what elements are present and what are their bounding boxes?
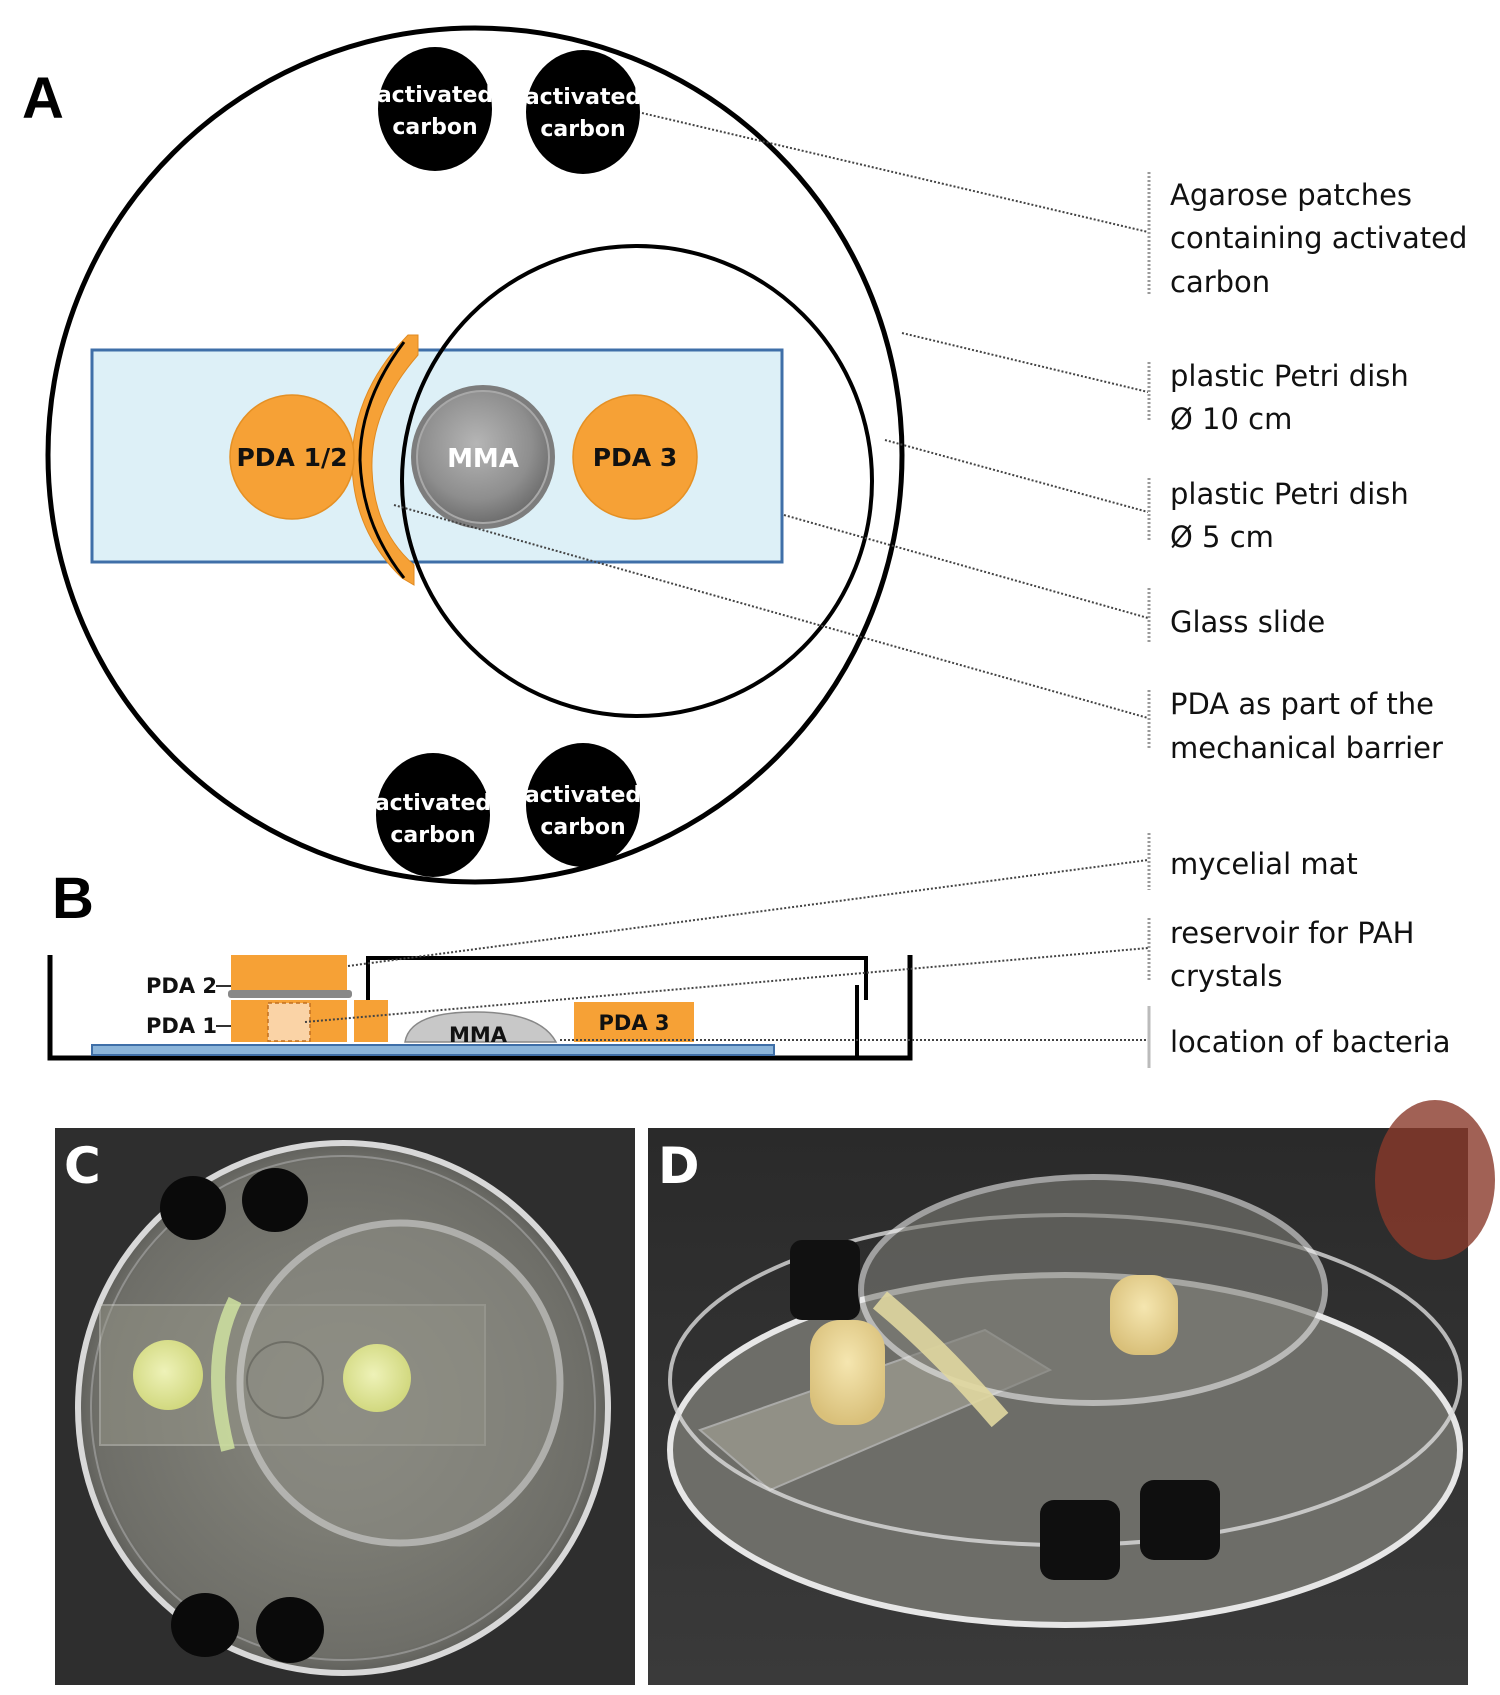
photo-c-carbon-patch xyxy=(171,1593,239,1657)
legend-agarose-3: carbon xyxy=(1170,265,1270,299)
leader-lines xyxy=(304,112,1149,1041)
pda-3-block xyxy=(574,1002,694,1042)
legend-reservoir-1: reservoir for PAH xyxy=(1170,916,1414,950)
inner-petri-dish xyxy=(400,244,874,718)
legend-agarose-2: containing activated xyxy=(1170,221,1467,255)
legend-petri5-2: Ø 5 cm xyxy=(1170,520,1274,554)
mma-section-label: MMA xyxy=(449,1023,508,1047)
carbon-label-line1: activated xyxy=(377,83,493,108)
leader-reservoir xyxy=(304,947,1149,1023)
pda-1-2-label: PDA 1/2 xyxy=(236,443,347,472)
photo-c-carbon-patch xyxy=(160,1176,226,1240)
panel-letter-d: D xyxy=(658,1137,700,1195)
photo-d-carbon-patch xyxy=(1040,1500,1120,1580)
leader-petri10 xyxy=(901,332,1149,393)
legend-petri10-1: plastic Petri dish xyxy=(1170,359,1409,393)
photo-c-pda-plug xyxy=(133,1340,203,1410)
pda-2-label: PDA 2 xyxy=(146,974,217,998)
pda-3-section-label: PDA 3 xyxy=(599,1011,670,1035)
photo-c-carbon-patch xyxy=(256,1597,324,1663)
carbon-label-line2: carbon xyxy=(392,115,477,140)
photo-d-carbon-patch xyxy=(1140,1480,1220,1560)
legend-bacteria: location of bacteria xyxy=(1170,1025,1451,1059)
photo-c-mma-plug xyxy=(246,1341,324,1419)
pah-reservoir xyxy=(267,1002,311,1042)
glass-slide-section xyxy=(91,1044,775,1056)
pda-3-plug xyxy=(572,394,698,520)
legend-mycelial: mycelial mat xyxy=(1170,847,1358,881)
photo-c-pda-barrier xyxy=(211,1296,242,1452)
outer-petri-dish xyxy=(45,25,905,885)
inner-dish-rim-overlay xyxy=(358,341,406,579)
legend-petri5-1: plastic Petri dish xyxy=(1170,477,1409,511)
carbon-label-line2: carbon xyxy=(540,815,625,840)
inner-dish-section xyxy=(366,956,868,1000)
photo-c-pda3-plug xyxy=(343,1344,411,1412)
mma-label: MMA xyxy=(447,444,519,474)
carbon-label-line2: carbon xyxy=(390,823,475,848)
carbon-patch-top-left: activated carbon xyxy=(377,47,493,171)
photo-d-carbon-patch xyxy=(790,1240,860,1320)
carbon-patch-bottom-left: activated carbon xyxy=(375,753,491,877)
carbon-label-line1: activated xyxy=(375,791,491,816)
legend: Agarose patches containing activated car… xyxy=(1170,178,1467,1059)
mycelial-mat xyxy=(228,990,352,998)
pda-1-2-plug xyxy=(229,394,355,520)
carbon-patch-bottom-right: activated carbon xyxy=(525,743,641,867)
leader-pda-barrier xyxy=(393,504,1149,719)
legend-pda-barrier-1: PDA as part of the xyxy=(1170,687,1434,721)
mma-mound xyxy=(404,1011,558,1043)
photo-c-carbon-patch xyxy=(242,1168,308,1232)
outer-dish-section xyxy=(47,955,913,1061)
legend-reservoir-2: crystals xyxy=(1170,959,1282,993)
panel-b: B MMA PDA 3 PDA 2 PDA 1 xyxy=(47,866,913,1061)
photo-d-red-dish xyxy=(1375,1100,1495,1260)
carbon-patch-top-right: activated carbon xyxy=(525,50,641,174)
mma-plug xyxy=(416,390,550,524)
legend-glass: Glass slide xyxy=(1170,605,1325,639)
leader-petri5 xyxy=(884,439,1149,513)
pda-barrier-arc xyxy=(351,334,419,586)
photo-d-inner-dish xyxy=(858,1174,1328,1406)
panel-letter-b: B xyxy=(52,866,94,931)
carbon-label-line1: activated xyxy=(525,783,641,808)
pda-3-label: PDA 3 xyxy=(593,443,678,472)
pda-1-label: PDA 1 xyxy=(146,1014,217,1038)
panel-d-photo: D xyxy=(648,1100,1495,1685)
panel-c-photo: C xyxy=(55,1128,635,1685)
legend-agarose-1: Agarose patches xyxy=(1170,178,1412,212)
carbon-label-line2: carbon xyxy=(540,117,625,142)
photo-d-pda-plug xyxy=(810,1320,885,1425)
panel-letter-a: A xyxy=(22,66,64,131)
leader-agarose xyxy=(641,112,1149,233)
leader-mycelial xyxy=(347,859,1149,967)
legend-pda-barrier-2: mechanical barrier xyxy=(1170,731,1443,765)
photo-d-pda-barrier xyxy=(872,1291,1009,1428)
panel-letter-c: C xyxy=(64,1137,101,1195)
legend-petri10-2: Ø 10 cm xyxy=(1170,402,1292,436)
pda-barrier-block xyxy=(354,1000,388,1042)
leader-glass xyxy=(783,514,1149,619)
photo-d-pda3-plug xyxy=(1110,1275,1178,1355)
carbon-label-line1: activated xyxy=(525,85,641,110)
panel-a: A PDA 1/2 MMA PDA 3 activated carbon act… xyxy=(22,25,905,885)
